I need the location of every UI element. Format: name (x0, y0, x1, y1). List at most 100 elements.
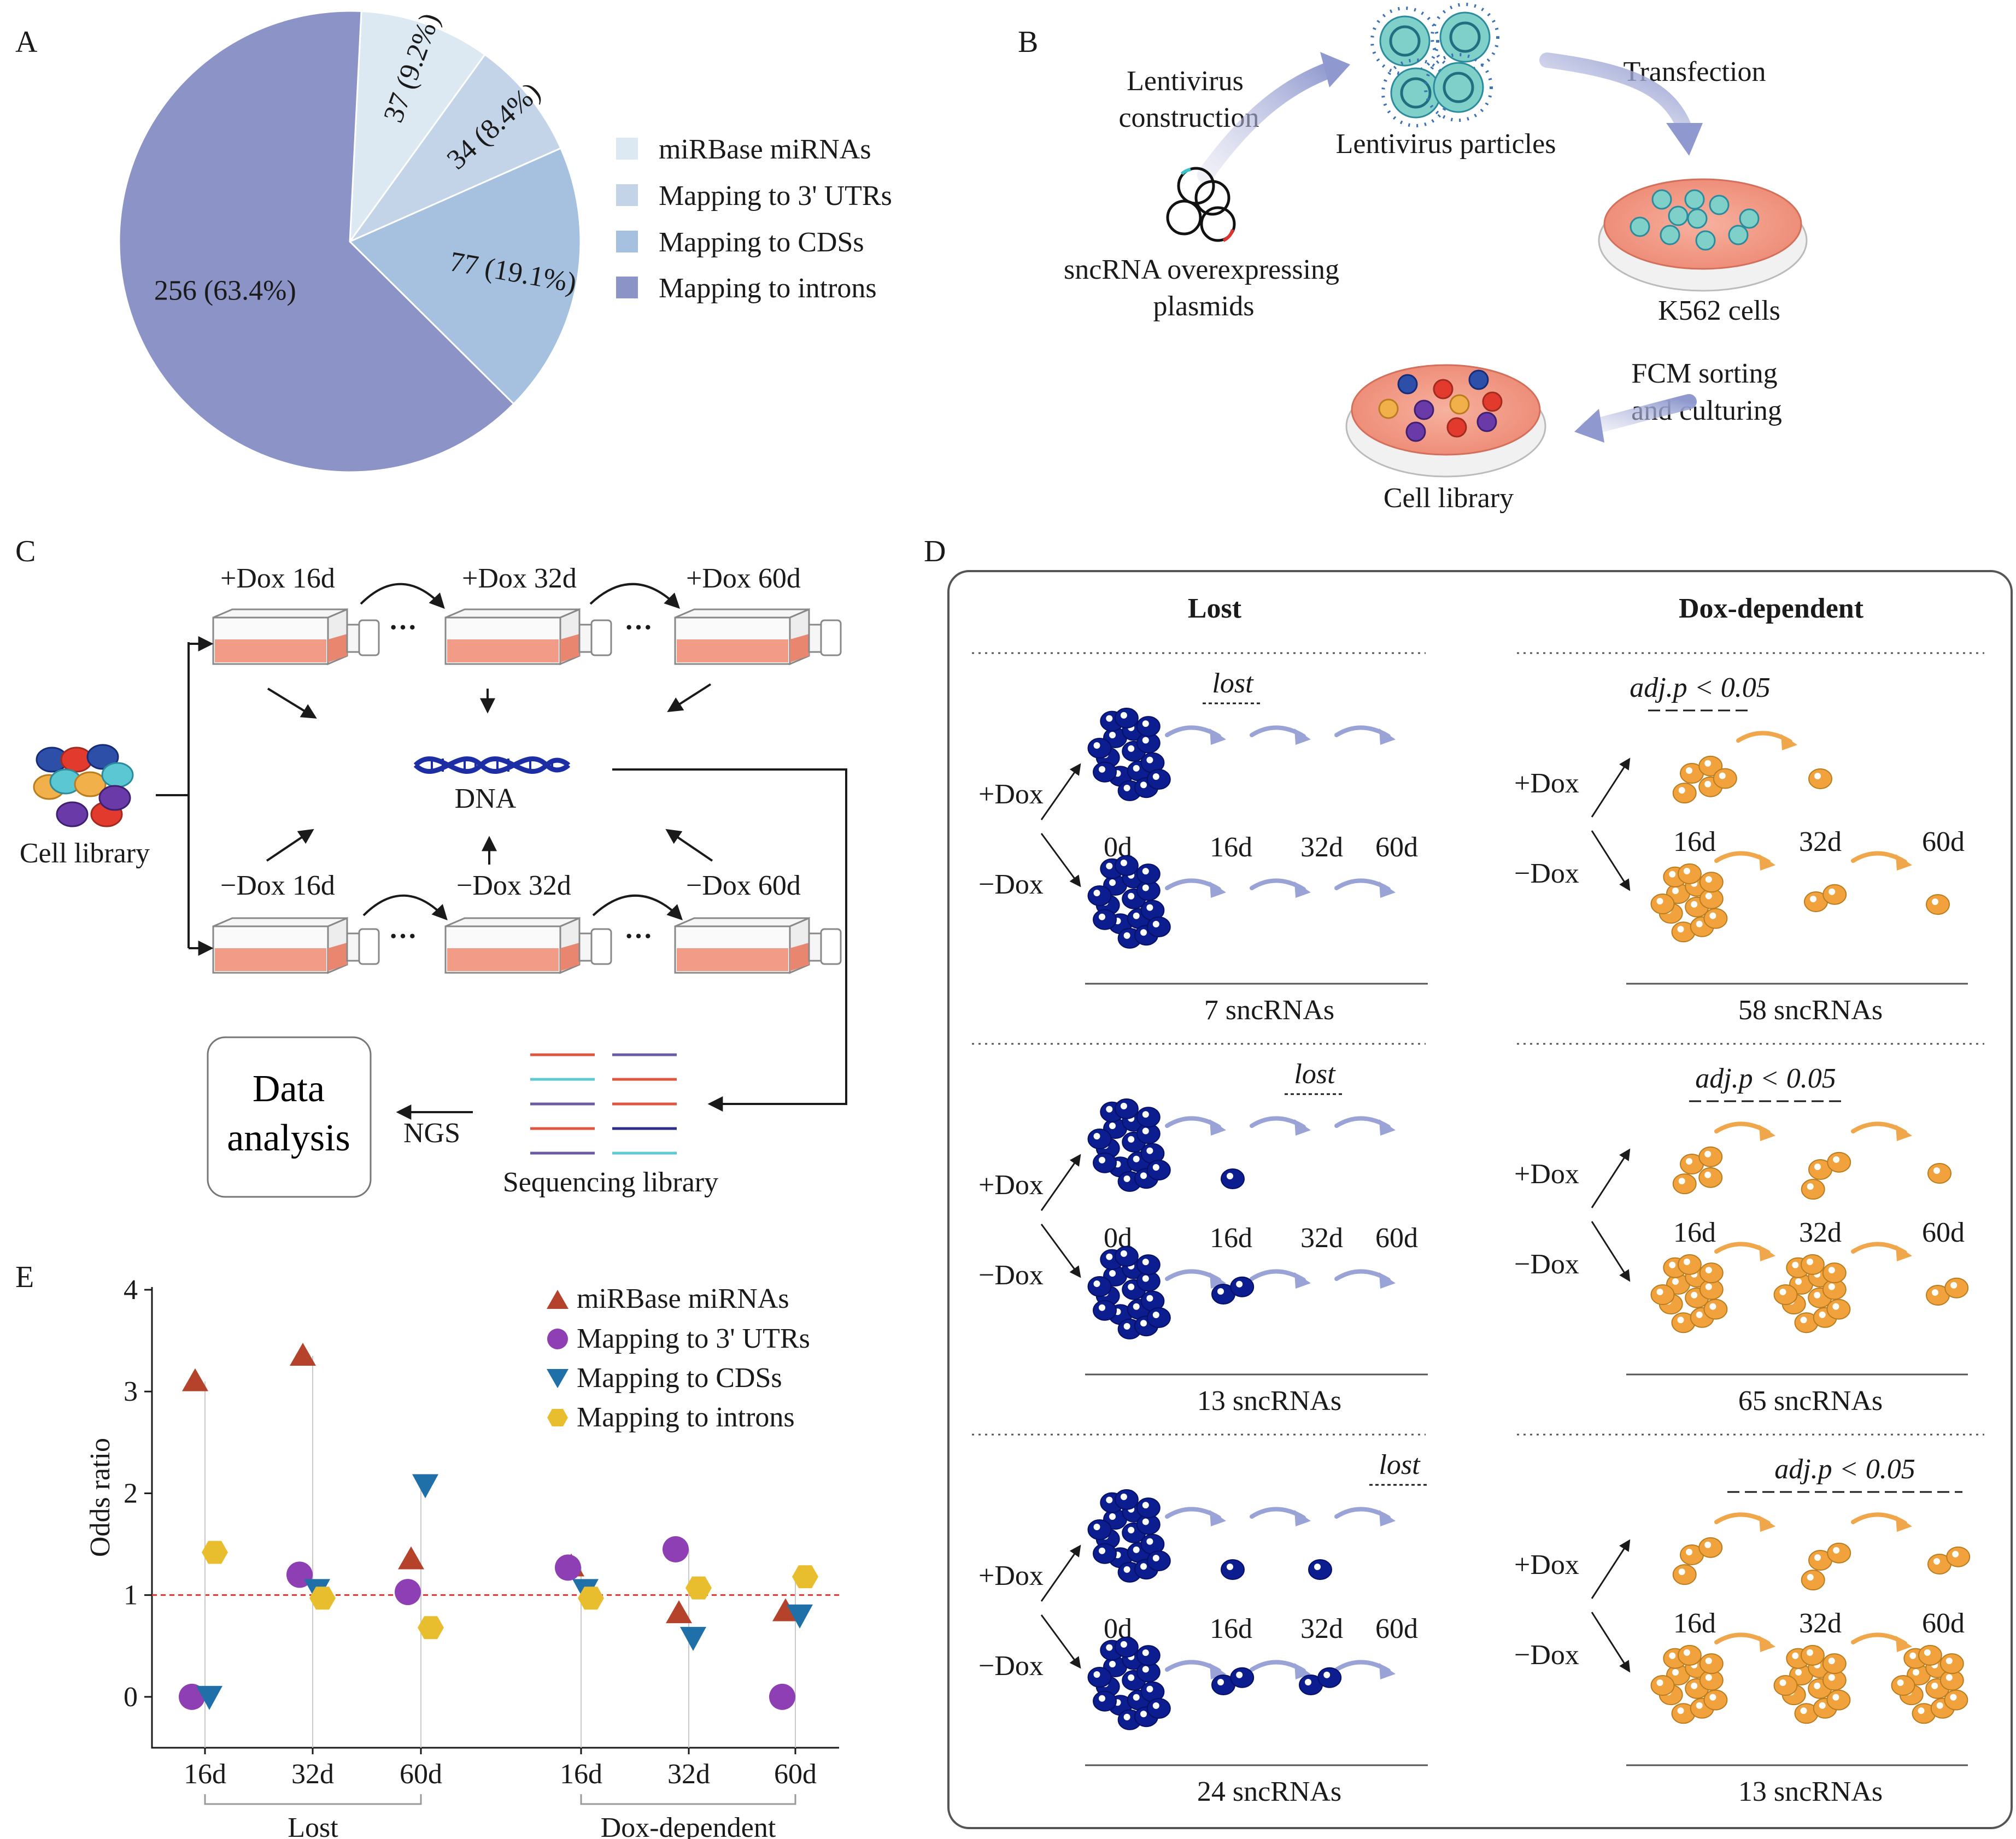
e-xtick-label: 32d (291, 1759, 334, 1790)
adj-p-tag: adj.p < 0.05 (1630, 672, 1771, 703)
dox-plus-cells-60d (1927, 1546, 1971, 1574)
data-analysis-label-2: analysis (227, 1117, 350, 1159)
e-xtick-label: 16d (184, 1759, 226, 1790)
e-legend-introns: Mapping to introns (577, 1402, 795, 1433)
pie-slice-label-4: 256 (63.4%) (154, 275, 296, 306)
progression-arrow-head (1759, 854, 1775, 871)
dox-branch-plus (1591, 1539, 1631, 1599)
legend-swatch-cds (616, 231, 638, 252)
lost-minus-cells-16d (1211, 1667, 1255, 1695)
progression-arrow-head (1210, 1119, 1226, 1136)
progression-arrow-head (1759, 1636, 1775, 1652)
culture-flask-icon (444, 916, 612, 974)
e-point-triangle (666, 1600, 692, 1624)
e-xtick-label: 60d (774, 1759, 817, 1790)
dox-count-label: 58 sncRNAs (1738, 995, 1883, 1026)
ellipsis-4: ··· (624, 921, 653, 952)
cell-library-label: Cell library (1384, 483, 1514, 514)
progression-arrow-head (1896, 1515, 1912, 1532)
lost-plus-cells-16d (1221, 1559, 1245, 1580)
e-legend-mirbase: miRBase miRNAs (577, 1283, 789, 1314)
col-header-lost: Lost (1188, 593, 1242, 624)
lost-minus-cells-0d (1087, 1636, 1171, 1730)
e-point-down-triangle (680, 1626, 706, 1651)
dox-plus-cells-32d (1801, 1542, 1851, 1591)
e-axes (151, 1287, 839, 1749)
progression-arrow-head (1379, 1663, 1396, 1679)
progression-arrow-head (1210, 1510, 1226, 1526)
progression-arrow-head (1294, 728, 1311, 745)
legend-marker-triangle (547, 1290, 569, 1309)
data-analysis-label: Data (253, 1068, 325, 1110)
dox-plus-cells-16d (1672, 1537, 1723, 1585)
lost-tag: lost (1212, 668, 1254, 699)
legend-swatch-introns (616, 277, 638, 298)
flask-progression-arrows (360, 583, 683, 921)
pie-slice-2 (347, 53, 562, 244)
lost-tag: lost (1294, 1059, 1336, 1090)
minus-dox-32d-label: −Dox 32d (456, 870, 571, 901)
culture-flask-icon (444, 608, 612, 666)
e-point-circle (663, 1536, 689, 1562)
e-legend: miRBase miRNAs Mapping to 3' UTRs Mappin… (547, 1283, 810, 1433)
e-ylabel: Odds ratio (85, 1438, 116, 1557)
lost-branch-minus (1040, 833, 1081, 888)
e-ytick-label: 4 (124, 1274, 138, 1306)
progression-arrow-head (1379, 1510, 1396, 1526)
lost-plus-cells-32d (1308, 1559, 1332, 1580)
dox-minus-cells-60d (1891, 1644, 1968, 1724)
plasmids-label: sncRNA overexpressing (1064, 254, 1339, 285)
progression-arrow-head (1294, 882, 1311, 898)
lost-minus-cells-0d (1087, 855, 1171, 949)
c-cell-library-label: Cell library (20, 838, 150, 869)
progression-arrow-head (1379, 882, 1396, 898)
lost-plus-cells-0d (1087, 1098, 1171, 1192)
lost-tag: lost (1379, 1449, 1421, 1480)
e-point-hexagon (792, 1565, 818, 1589)
e-ytick-label: 0 (124, 1682, 138, 1713)
panel-a: A 37 (9.2%)34 (8.4%)77 (19.1%)256 (63.4%… (15, 9, 892, 473)
legend-label-mirbase: miRBase miRNAs (659, 134, 871, 165)
dox-plus-dox-label: +Dox (1514, 768, 1579, 799)
lost-minus-dox-label: −Dox (978, 869, 1044, 900)
e-legend-cds: Mapping to CDSs (577, 1362, 782, 1394)
lost-branch-plus (1040, 763, 1081, 820)
dox-minus-dox-label: −Dox (1514, 858, 1579, 889)
e-ytick-label: 2 (124, 1478, 138, 1509)
dox-minus-cells-32d (1804, 884, 1847, 912)
panel-c-letter: C (15, 534, 36, 568)
lentivirus-particles-icon (1370, 3, 1499, 127)
lost-count-label: 7 sncRNAs (1204, 995, 1334, 1026)
dox-plus-cells-60d (1927, 1163, 1951, 1184)
legend-label-cds: Mapping to CDSs (659, 227, 864, 258)
lost-plus-cells-0d (1087, 707, 1171, 801)
arrow-transfection (1539, 52, 1691, 133)
e-point-hexagon (578, 1587, 604, 1610)
ngs-label: NGS (403, 1118, 460, 1149)
culture-flask-icon (674, 916, 842, 974)
lost-count-label: 24 sncRNAs (1197, 1776, 1341, 1807)
lost-day-label: 60d (1375, 1223, 1418, 1254)
e-point-triangle (772, 1598, 799, 1621)
lost-branch-minus (1040, 1614, 1081, 1669)
pie-slice-3 (348, 147, 582, 406)
e-point-triangle (290, 1343, 316, 1366)
ellipsis-1: ··· (389, 612, 417, 643)
lost-plus-cells-16d (1221, 1168, 1245, 1189)
lost-branch-plus (1040, 1154, 1081, 1211)
lost-branch-plus (1040, 1544, 1081, 1602)
progression-arrow-head (1379, 1272, 1396, 1289)
arrow-plasmid-to-virus (1197, 60, 1342, 183)
lost-plus-dox-label: +Dox (978, 779, 1044, 810)
lost-day-label: 16d (1210, 1223, 1252, 1254)
progression-arrow-head (1294, 1272, 1311, 1289)
progression-arrow-head (1294, 1119, 1311, 1136)
e-group-bracket (580, 1794, 796, 1805)
progression-arrow-head (1896, 1245, 1912, 1261)
lost-minus-dox-label: −Dox (978, 1650, 1044, 1682)
progression-arrow-head (1294, 1510, 1311, 1526)
lost-minus-cells-32d (1299, 1667, 1342, 1695)
